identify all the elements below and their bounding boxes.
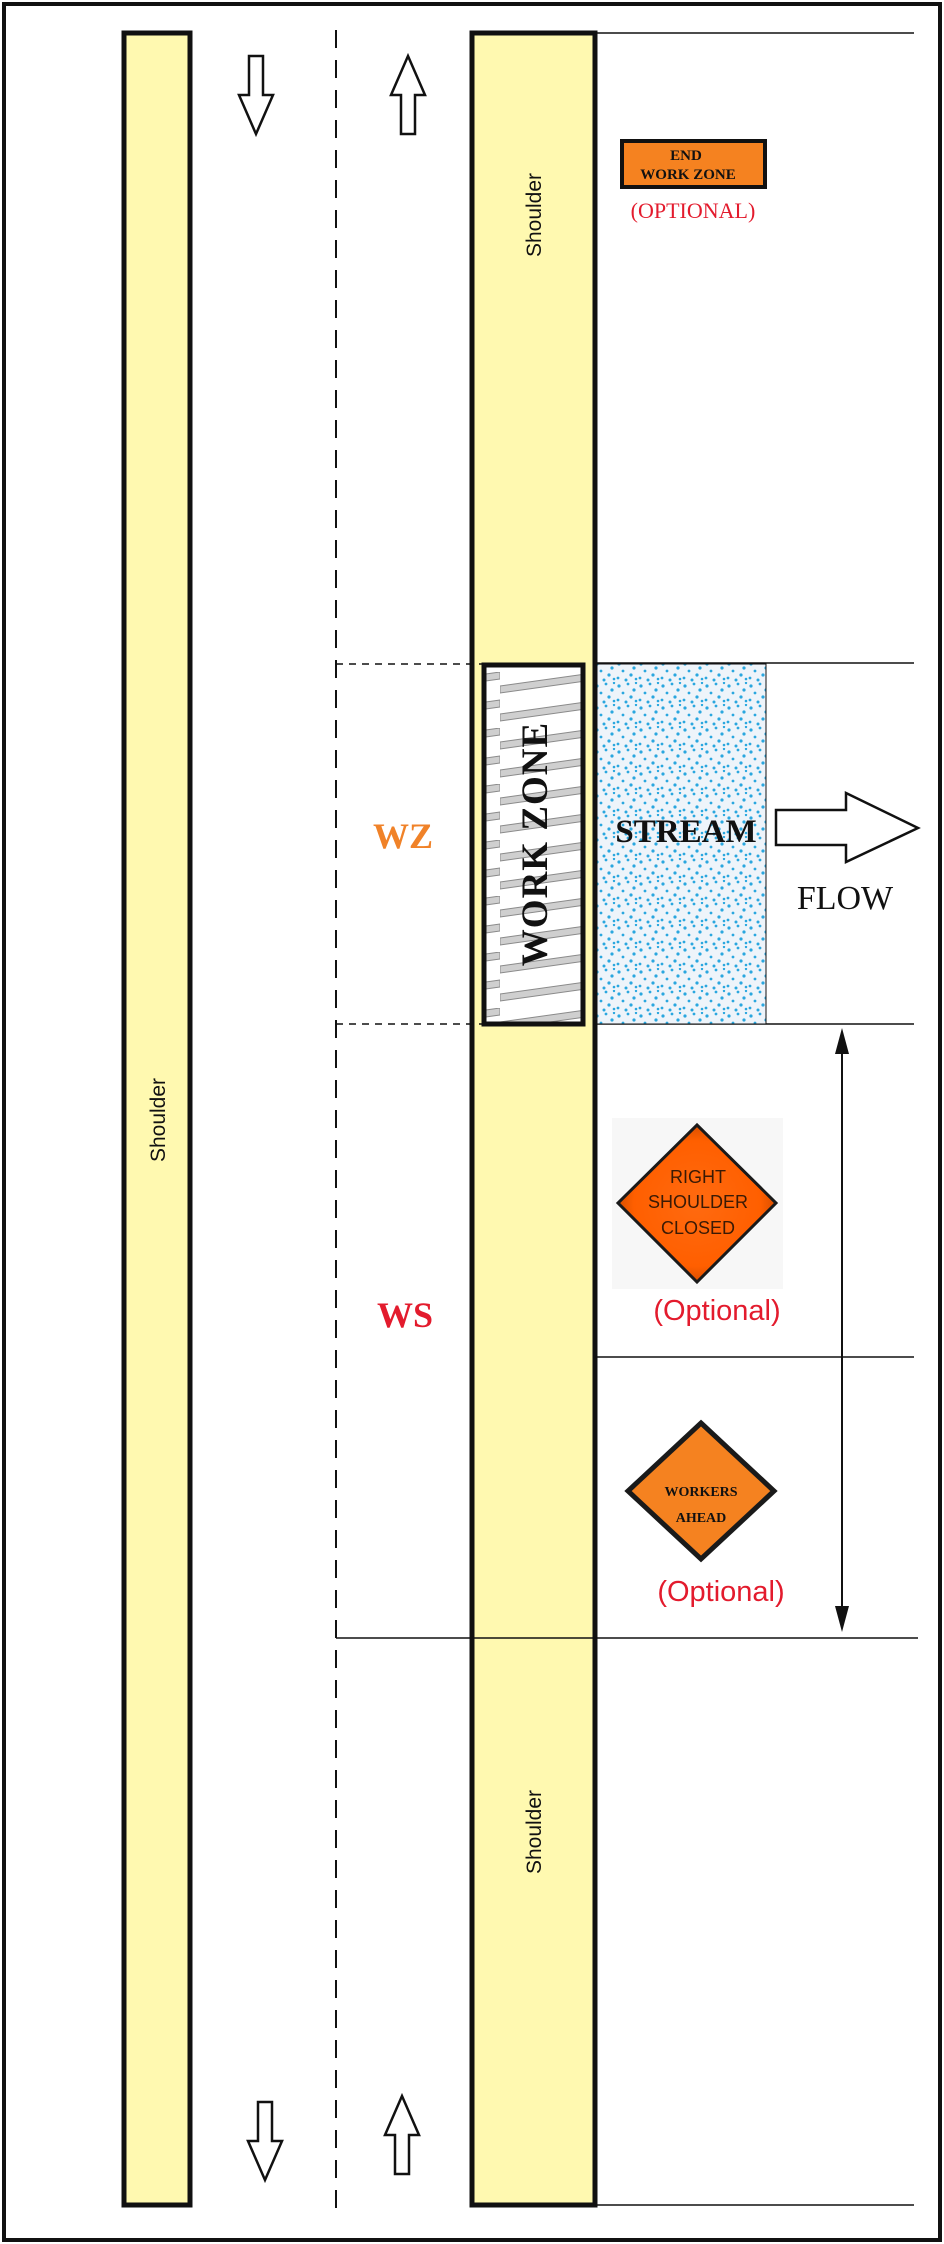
end-work-zone-sign: END WORK ZONE [620, 139, 767, 189]
right-shoulder-closed-sign: RIGHT SHOULDER CLOSED [612, 1118, 783, 1289]
rsc-line1: RIGHT [670, 1167, 726, 1187]
flow-label: FLOW [797, 880, 894, 917]
end-sign-line2: WORK ZONE [640, 167, 735, 183]
right-shoulder [469, 30, 598, 2208]
end-sign-line1: END [670, 148, 702, 164]
rsc-line2: SHOULDER [648, 1192, 748, 1212]
left-shoulder [121, 30, 193, 2208]
wz-label: WZ [373, 816, 433, 856]
double-arrow-icon [835, 1028, 849, 1632]
left-shoulder-label: Shoulder [147, 1078, 170, 1162]
rsc-optional-note: (Optional) [653, 1295, 780, 1327]
workers-optional-note: (Optional) [657, 1576, 784, 1608]
end-sign-optional-note: (OPTIONAL) [631, 198, 756, 223]
ws-label: WS [377, 1295, 433, 1335]
stream-area [596, 663, 767, 1025]
work-zone-box-label: WORK ZONE [515, 722, 556, 966]
arrow-down-icon [237, 54, 275, 138]
workers-line2: AHEAD [676, 1511, 727, 1526]
rsc-line3: CLOSED [661, 1218, 735, 1238]
work-zone-box: WORK ZONE [481, 662, 586, 1027]
flow-arrow-icon [774, 791, 921, 864]
right-shoulder-top-label: Shoulder [523, 173, 546, 257]
right-shoulder-bottom-label: Shoulder [523, 1790, 546, 1874]
arrow-down-icon [246, 2100, 284, 2184]
arrow-up-icon [383, 2092, 421, 2176]
workers-line1: WORKERS [664, 1485, 737, 1500]
arrow-up-icon [389, 52, 427, 136]
stream-label: STREAM [615, 814, 756, 850]
workers-ahead-sign: WORKERS AHEAD [624, 1419, 778, 1563]
